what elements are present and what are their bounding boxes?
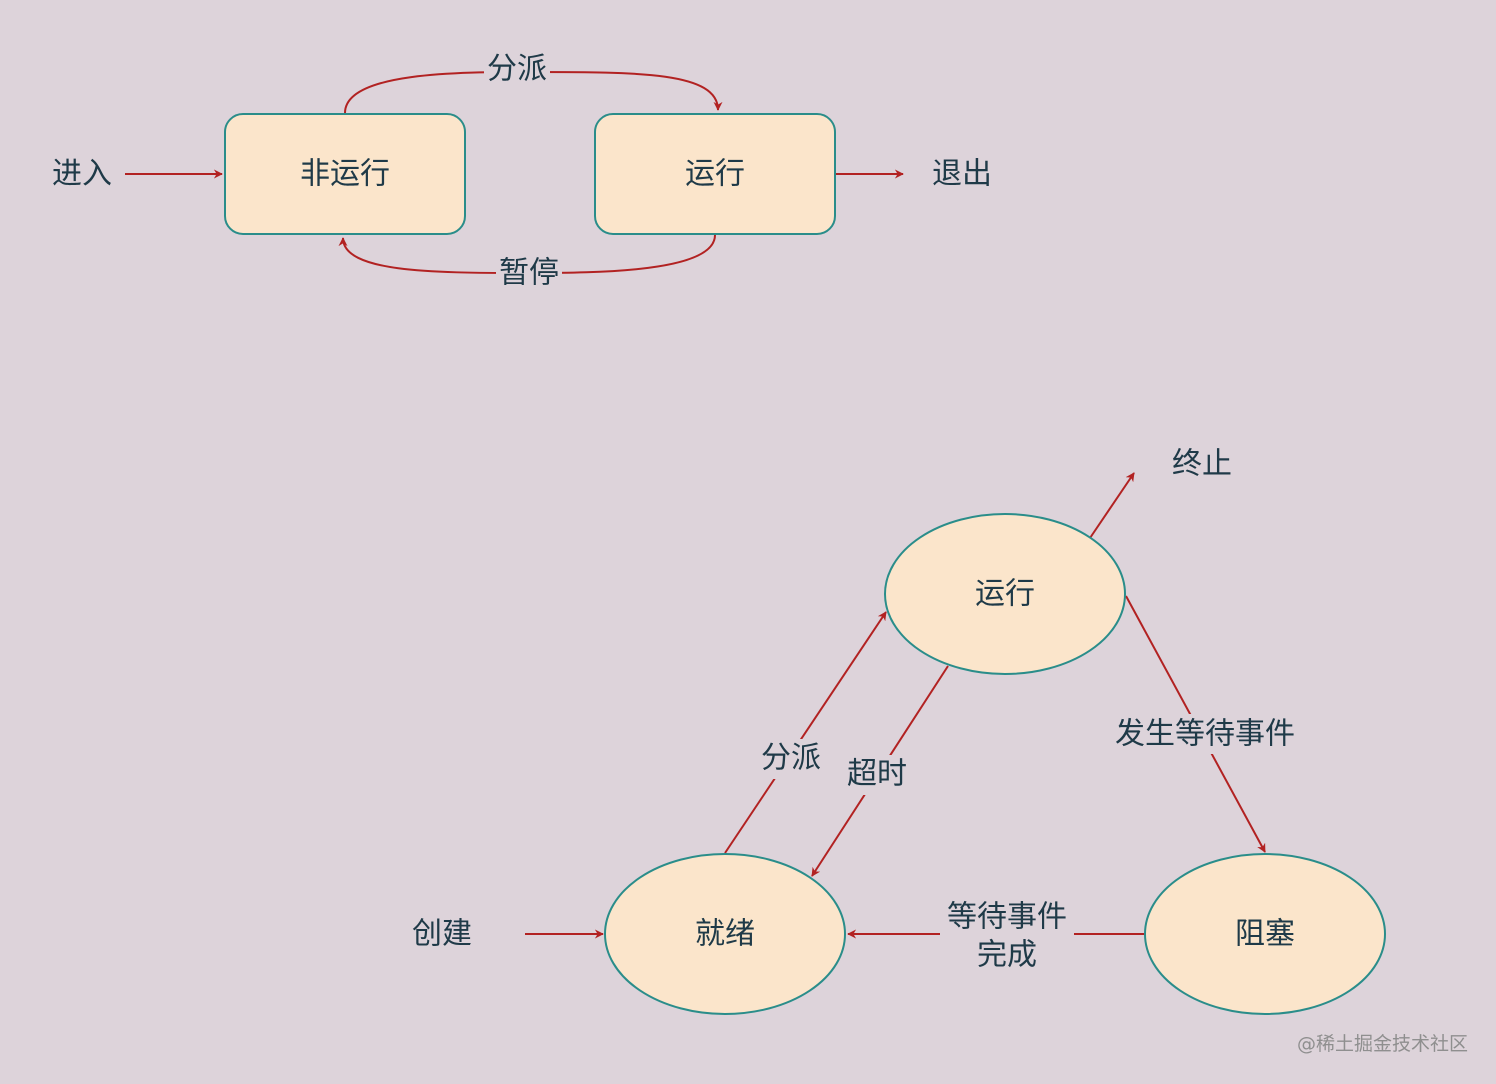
wait-event-label: 发生等待事件 xyxy=(1115,717,1295,752)
state-running-5 xyxy=(884,513,1126,675)
event-done-label-line2: 完成 xyxy=(977,938,1037,973)
exit-label: 退出 xyxy=(932,157,992,192)
dispatch-label-bg xyxy=(484,50,550,90)
wait-event-label-bg xyxy=(1106,714,1304,754)
state-ready-label: 就绪 xyxy=(695,917,755,952)
timeout-label-bg xyxy=(843,755,911,795)
state-running-5-label: 运行 xyxy=(975,577,1035,612)
state-blocked xyxy=(1144,853,1386,1015)
state-ready xyxy=(604,853,846,1015)
state-running xyxy=(594,113,836,235)
state-running-label: 运行 xyxy=(685,157,745,192)
two-state-model: 非运行 运行 进入 退出 分派 暂停 xyxy=(52,50,992,294)
terminate-arrow xyxy=(1089,472,1135,539)
five-state-model: 运行 就绪 阻塞 终止 创建 分派 超时 发生等待事件 等待事件 完成 xyxy=(412,447,1386,1015)
terminate-label: 终止 xyxy=(1172,447,1232,482)
dispatch-5-label: 分派 xyxy=(761,741,821,776)
pause-label-bg xyxy=(496,254,562,294)
state-not-running-label: 非运行 xyxy=(300,157,390,192)
event-done-label-line1: 等待事件 xyxy=(947,900,1067,935)
dispatch-5-label-bg xyxy=(757,739,825,779)
timeout-label: 超时 xyxy=(847,757,907,792)
event-done-label-bg xyxy=(940,897,1074,975)
watermark: @稀土掘金技术社区 xyxy=(1296,1033,1468,1055)
dispatch-arrow-5 xyxy=(724,611,887,854)
enter-label: 进入 xyxy=(52,157,112,192)
dispatch-label: 分派 xyxy=(487,52,547,87)
state-blocked-label: 阻塞 xyxy=(1235,917,1295,952)
pause-label: 暂停 xyxy=(499,256,559,291)
state-not-running xyxy=(224,113,466,235)
create-label: 创建 xyxy=(412,917,472,952)
